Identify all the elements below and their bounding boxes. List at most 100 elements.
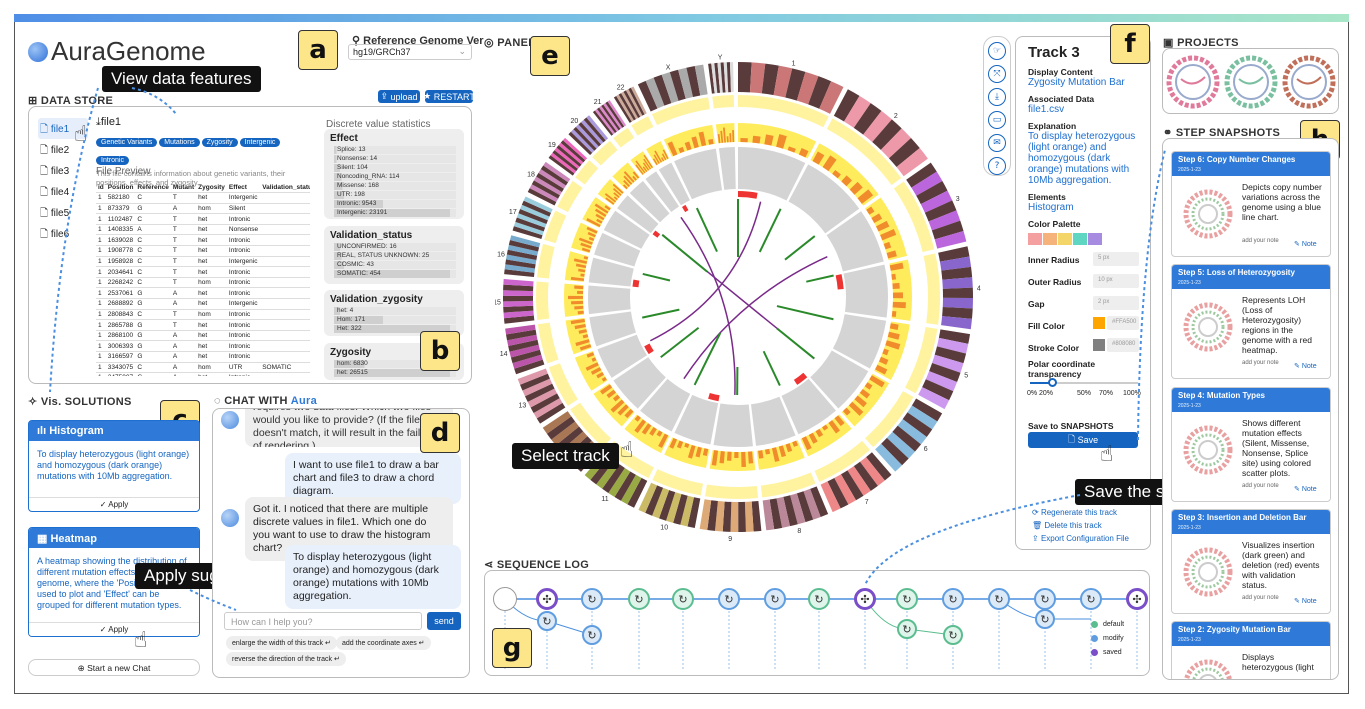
track-indel[interactable]	[632, 288, 639, 310]
chromosome-band[interactable]	[942, 277, 973, 289]
track-zygosity[interactable]	[593, 383, 635, 427]
chromosome-band[interactable]	[834, 474, 857, 505]
chromosome-band[interactable]	[723, 62, 729, 93]
chromosome-band[interactable]	[847, 466, 871, 496]
palette-swatch[interactable]	[1088, 233, 1102, 245]
track-scatter[interactable]	[638, 128, 660, 148]
track-loh[interactable]	[705, 484, 759, 499]
indel-bar[interactable]	[682, 204, 689, 213]
screen-icon[interactable]: ▭	[988, 111, 1006, 129]
track-loh[interactable]	[893, 181, 935, 253]
chromosome-band[interactable]	[550, 152, 577, 174]
chromosome-band[interactable]	[551, 421, 580, 446]
histogram-bar[interactable]	[579, 344, 592, 351]
chromosome-band[interactable]	[843, 95, 871, 128]
track-copy-number[interactable]	[718, 147, 736, 190]
log-node-icon[interactable]: ↻	[896, 588, 918, 610]
indel-bar[interactable]	[708, 392, 720, 402]
track-copy-number[interactable]	[738, 147, 806, 201]
histogram-bar[interactable]	[649, 426, 657, 436]
note-button[interactable]: ✎ Note	[1294, 363, 1317, 370]
chromosome-band[interactable]	[513, 221, 544, 236]
histogram-bar[interactable]	[606, 389, 617, 399]
indel-bar[interactable]	[644, 343, 654, 355]
track-indel[interactable]	[672, 208, 684, 219]
histogram-bar[interactable]	[882, 348, 889, 356]
histogram-bar[interactable]	[642, 166, 648, 173]
histogram-bar[interactable]	[864, 382, 873, 390]
histogram-bar[interactable]	[578, 268, 586, 273]
histogram-bar[interactable]	[842, 407, 851, 416]
track-zygosity[interactable]	[874, 321, 910, 380]
track-loh[interactable]	[738, 95, 829, 128]
chromosome-band[interactable]	[911, 171, 943, 196]
chromosome-band[interactable]	[524, 383, 555, 402]
histogram-bar[interactable]	[778, 445, 787, 458]
log-node-icon[interactable]: ↻	[897, 619, 917, 639]
chromosome-band[interactable]	[503, 279, 534, 287]
track-zygosity[interactable]	[800, 414, 852, 457]
chromosome-band[interactable]	[694, 64, 708, 96]
track-scatter[interactable]	[909, 256, 926, 323]
chromosome-band[interactable]	[925, 371, 958, 392]
histogram-bar[interactable]	[585, 362, 599, 371]
histogram-bar[interactable]	[604, 193, 617, 203]
histogram-bar[interactable]	[891, 273, 897, 280]
histogram-bar[interactable]	[740, 138, 748, 143]
track-scatter[interactable]	[621, 139, 642, 159]
histogram-bar[interactable]	[720, 130, 724, 143]
chromosome-band[interactable]	[722, 501, 732, 532]
histogram-bar[interactable]	[595, 213, 605, 221]
chromosome-band[interactable]	[659, 490, 676, 521]
histogram-bar[interactable]	[849, 181, 863, 195]
histogram-bar[interactable]	[815, 428, 824, 438]
chromosome-band[interactable]	[507, 244, 539, 256]
track-loh[interactable]	[575, 160, 599, 185]
log-node-icon[interactable]: ✣	[1126, 588, 1148, 610]
chromosome-band[interactable]	[906, 162, 937, 188]
histogram-bar[interactable]	[859, 388, 870, 399]
chromosome-band[interactable]	[738, 501, 746, 532]
track-loh[interactable]	[652, 469, 704, 496]
track-copy-number[interactable]	[629, 180, 670, 223]
chromosome-band[interactable]	[929, 363, 961, 383]
chromosome-band[interactable]	[616, 94, 634, 122]
track-loh[interactable]	[923, 253, 940, 325]
apply-button[interactable]: ✓ Apply	[29, 497, 199, 511]
histogram-bar[interactable]	[660, 157, 665, 162]
chromosome-band[interactable]	[714, 62, 721, 94]
track-loh[interactable]	[712, 95, 735, 109]
histogram-bar[interactable]	[785, 443, 793, 453]
chromosome-band[interactable]	[749, 62, 766, 94]
track-zygosity[interactable]	[624, 414, 670, 454]
chromosome-band[interactable]	[790, 493, 806, 525]
chromosome-band[interactable]	[819, 81, 844, 114]
track-indel[interactable]	[750, 389, 779, 403]
chromosome-band[interactable]	[707, 500, 718, 531]
project-thumbnail[interactable]	[1166, 55, 1220, 109]
fill-color-swatch[interactable]	[1093, 317, 1105, 329]
histogram-bar[interactable]	[792, 440, 799, 447]
chromosome-band[interactable]	[504, 269, 535, 278]
track-copy-number[interactable]	[843, 264, 888, 318]
track-scatter[interactable]	[820, 130, 890, 194]
histogram-bar[interactable]	[669, 437, 678, 449]
stroke-color-swatch[interactable]	[1093, 339, 1105, 351]
indel-bar[interactable]	[793, 372, 808, 385]
histogram-bar[interactable]	[758, 450, 764, 459]
track-scatter[interactable]	[759, 459, 811, 484]
log-node-icon[interactable]: ↻	[988, 588, 1010, 610]
chromosome-band[interactable]	[637, 80, 658, 112]
track-scatter[interactable]	[551, 320, 572, 359]
chromosome-band[interactable]	[942, 297, 973, 309]
chromosome-band[interactable]	[599, 105, 619, 132]
track-scatter[interactable]	[550, 282, 564, 319]
chromosome-band[interactable]	[827, 477, 849, 509]
chromosome-band[interactable]	[863, 110, 892, 143]
track-zygosity[interactable]	[865, 197, 908, 261]
track-scatter[interactable]	[586, 169, 609, 193]
chromosome-band[interactable]	[866, 452, 892, 481]
track-copy-number[interactable]	[589, 311, 637, 347]
chromosome-band[interactable]	[608, 467, 631, 497]
track-copy-number[interactable]	[832, 314, 887, 369]
